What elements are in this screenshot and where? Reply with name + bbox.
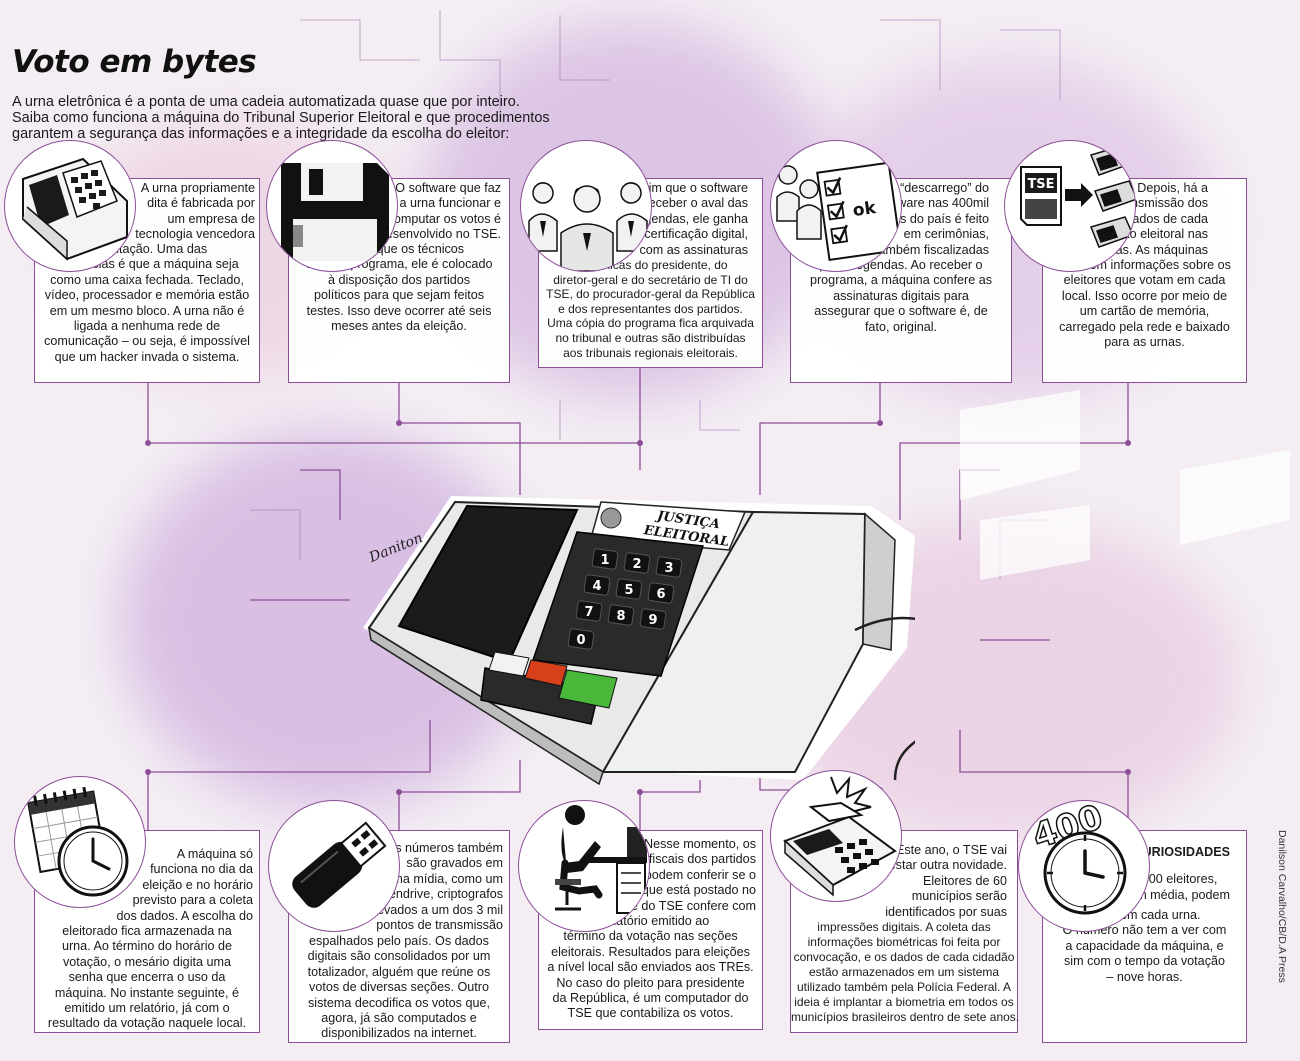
keypad-key: 6 xyxy=(647,582,675,604)
keypad-key: 8 xyxy=(607,604,635,626)
keypad-key: 5 xyxy=(615,578,643,600)
keypad-key-label: 2 xyxy=(632,557,641,572)
photo-credit: Danilson Carvalho/CB/D.A Press xyxy=(1276,830,1288,983)
calendar-clock-icon xyxy=(14,776,146,908)
step-text: CURIOSIDADES 400 eleitores, em média, po… xyxy=(1129,845,1230,902)
svg-text:TSE: TSE xyxy=(1027,177,1054,192)
clock-400-icon: 400 xyxy=(1018,800,1150,932)
step-text: A urna propriamente dita é fabricada por… xyxy=(135,181,255,242)
step-text: Assim que o software receber o aval das … xyxy=(616,181,748,257)
step-text: Depois, há a transmissão dos dados de ca… xyxy=(1097,181,1208,257)
step-text: impressões digitais. A coleta das inform… xyxy=(791,920,1020,1024)
intro-text: A urna eletrônica é a ponta de uma cadei… xyxy=(12,94,550,142)
keypad-key: 0 xyxy=(567,628,595,650)
keypad-key-label: 1 xyxy=(600,553,609,568)
keypad-key: 3 xyxy=(655,556,683,578)
computer-user-icon xyxy=(518,800,650,932)
step-text: espalhados pelo país. Os dados digitais … xyxy=(307,934,491,1041)
step-text: Este ano, o TSE vai testar outra novidad… xyxy=(885,843,1007,919)
pendrive-icon xyxy=(268,800,400,932)
keypad-keys: 1 2 3 4 5 6 7 8 9 0 xyxy=(567,548,683,650)
keypad-key-label: 3 xyxy=(664,561,673,576)
white-key xyxy=(488,651,530,677)
step-text: o relatório emitido ao término da votaçã… xyxy=(547,914,754,1021)
green-key xyxy=(558,669,618,709)
keypad-key-label: 5 xyxy=(624,583,633,598)
step-text: O software que faz a urna funcionar e co… xyxy=(378,181,501,242)
keypad-key: 4 xyxy=(583,574,611,596)
red-key xyxy=(524,659,568,687)
step-text: Nesse momento, os fiscais dos partidos p… xyxy=(618,837,756,913)
fingerprint-reader-icon xyxy=(770,770,902,902)
screen xyxy=(397,504,579,664)
svg-text:ok: ok xyxy=(852,198,878,221)
step-text: de licitação. Uma das exigências é que a… xyxy=(44,242,250,364)
keypad-key-label: 9 xyxy=(648,613,657,628)
keypad-key-label: 0 xyxy=(576,633,585,648)
step-text: A máquina só funciona no dia da eleição … xyxy=(116,847,253,923)
keypad-key: 1 xyxy=(591,548,619,570)
officials-icon xyxy=(520,140,652,272)
floppy-disk-icon xyxy=(266,140,398,272)
keypad-key-label: 8 xyxy=(616,609,625,624)
curiosidades-heading: CURIOSIDADES xyxy=(1133,845,1230,859)
step-text: O “descarrego” do software nas 400mil ur… xyxy=(874,181,989,257)
keypad-key: 9 xyxy=(639,608,667,630)
voting-machine-icon xyxy=(4,140,136,272)
step-text: recebem informações sobre os eleitores q… xyxy=(1058,258,1231,350)
keypad-key: 2 xyxy=(623,552,651,574)
keypad-key-label: 6 xyxy=(656,587,665,602)
step-text: Os números também são gravados em uma mí… xyxy=(363,841,503,933)
page-title: Voto em bytes xyxy=(12,44,257,80)
step-text: eletrônicas do presidente, do diretor-ge… xyxy=(546,258,755,360)
keypad-key-label: 7 xyxy=(584,605,593,620)
keypad-key: 7 xyxy=(575,600,603,622)
cable xyxy=(854,616,915,781)
checklist-ok-icon: ok xyxy=(770,140,902,272)
step-text: eleitorado fica armazenada na urna. Ao t… xyxy=(47,924,247,1031)
memory-card-icon: TSE xyxy=(1004,140,1136,272)
keypad-key-label: 4 xyxy=(592,579,601,594)
